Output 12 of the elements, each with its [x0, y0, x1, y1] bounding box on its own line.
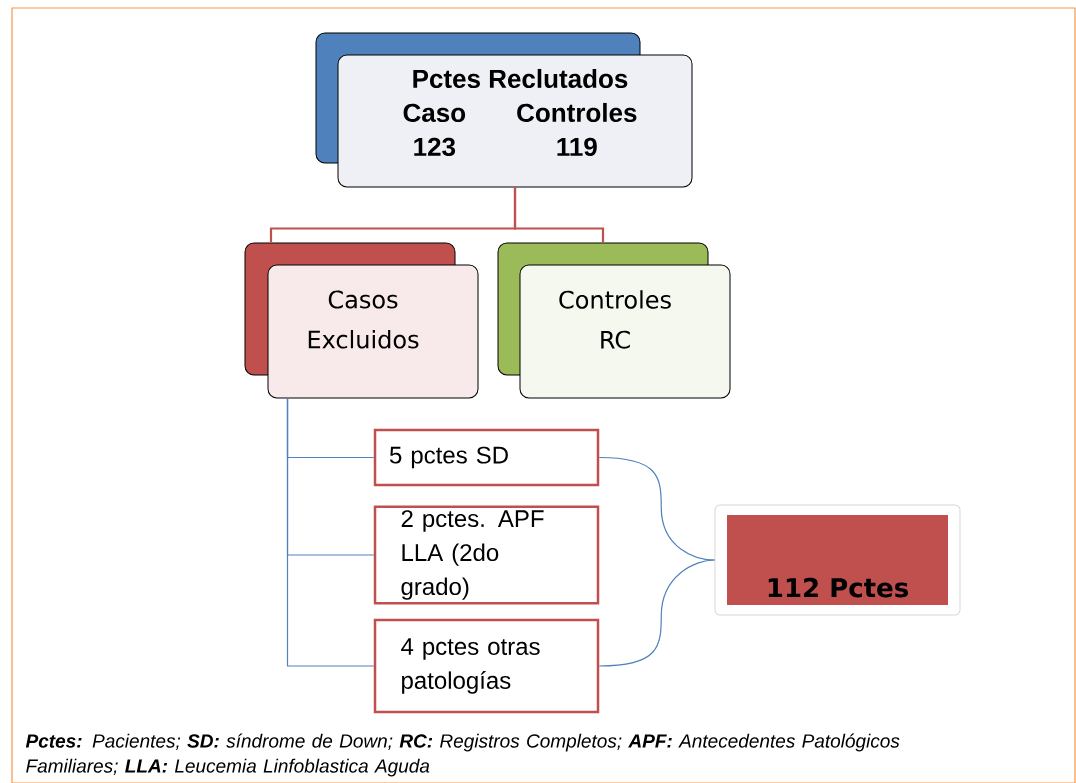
- stacked-box: Pctes Reclutados Caso Controles 123 119: [315, 32, 693, 188]
- connector-line: [598, 456, 716, 561]
- stacked-box: Casos Excluidos: [244, 242, 479, 399]
- process-box: 2 pctes. APF LLA (2do grado): [373, 505, 600, 605]
- process-box: 4 pctes otras patologías: [373, 618, 600, 714]
- connector-line: [286, 397, 375, 667]
- connector-line: [598, 559, 716, 667]
- stacked-box: Controles RC: [497, 242, 731, 399]
- process-box: 5 pctes SD: [373, 428, 600, 487]
- connector-line: [513, 187, 605, 243]
- result-box: 112 Pctes: [714, 504, 961, 616]
- caption: Pctes: Pacientes; SD: síndrome de Down; RC: Registros Completos; APF: Antecedentes Patológicos Familiares; LLA: Leucemia Linfoblastica Aguda: [25, 733, 900, 777]
